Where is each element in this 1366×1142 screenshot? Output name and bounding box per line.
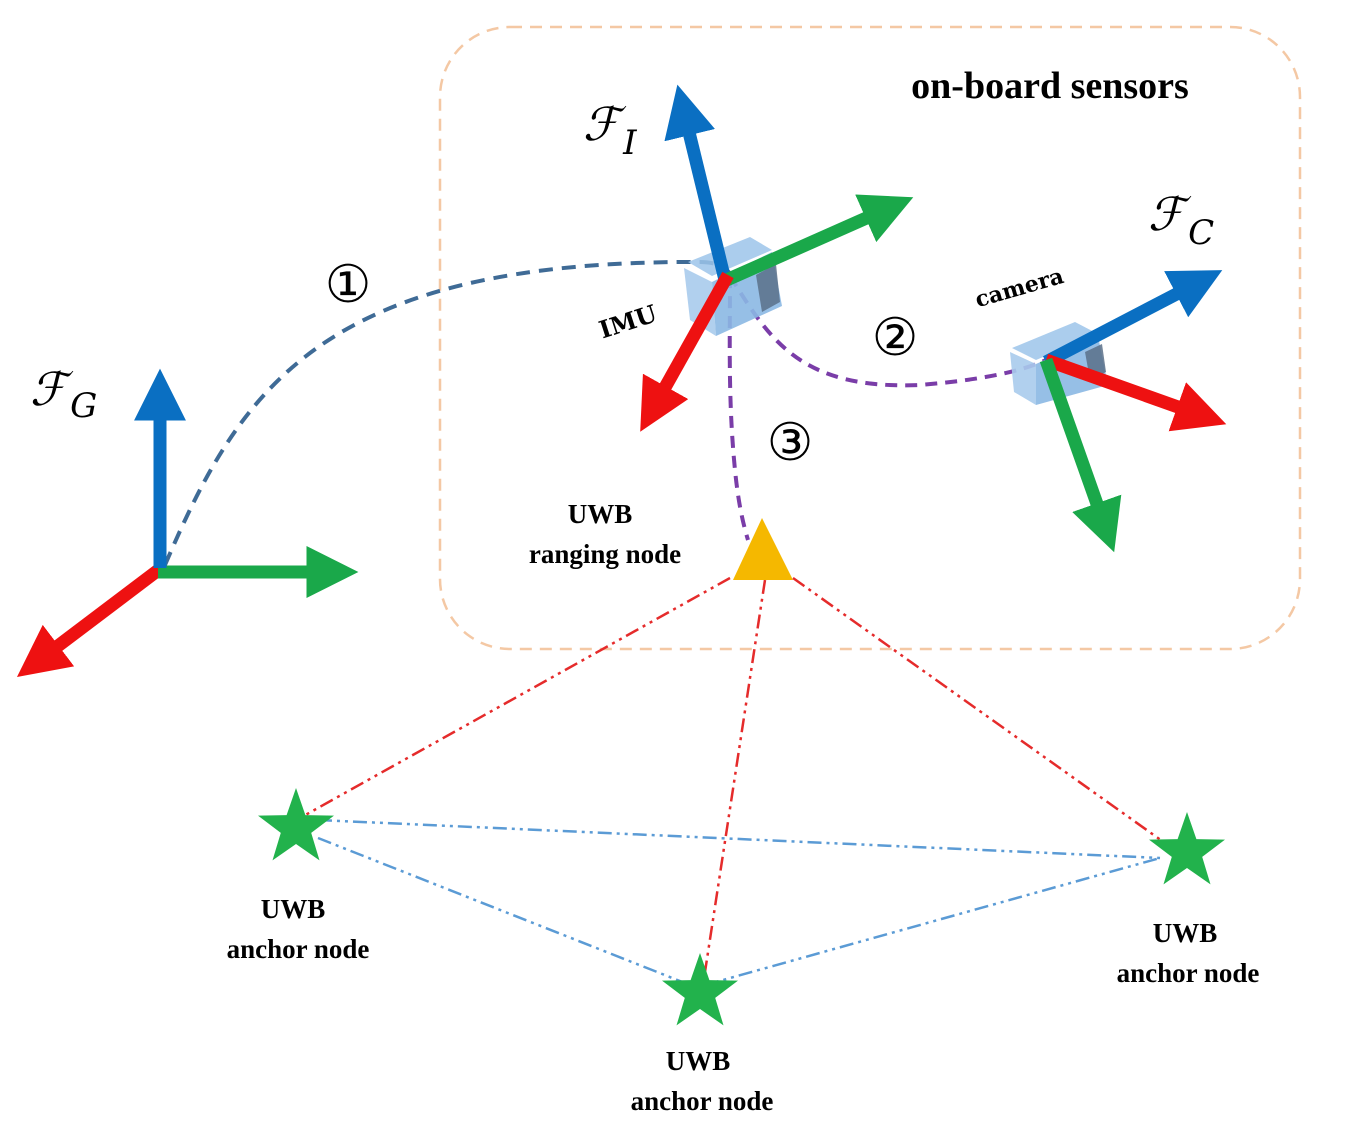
anchor-lines — [317, 818, 1161, 987]
camera-y-axis — [1039, 357, 1122, 553]
link-1-label: ① — [325, 255, 372, 315]
uwb-anchor-right-label-line2: anchor node — [1117, 958, 1260, 988]
uwb-ranging-label-line1: UWB — [568, 499, 633, 529]
onboard-sensors-box — [438, 25, 1302, 651]
global-frame-symbol: ℱ — [30, 362, 74, 416]
uwb-anchor-left-label-line2: anchor node — [227, 934, 370, 964]
imu-y-axis — [719, 194, 914, 288]
link-2-label: ② — [872, 308, 919, 368]
imu-sensor — [684, 237, 782, 336]
anchor-line-left-bottom — [317, 836, 691, 987]
global-frame-axes — [16, 368, 359, 677]
uwb-anchor-left-label-line1: UWB — [261, 894, 326, 924]
link-3-label: ③ — [767, 413, 814, 473]
imu-box-top — [688, 237, 772, 276]
anchor-line-bottom-right — [704, 856, 1161, 987]
uwb-anchor-bottom-label-line1: UWB — [666, 1046, 731, 1076]
camera-frame-subscript: C — [1188, 213, 1214, 253]
imu-frame-symbol: ℱ — [583, 97, 627, 151]
imu-z-axis — [664, 84, 732, 282]
camera-box-top — [1012, 322, 1098, 360]
uwb-anchor-node-right — [1149, 812, 1225, 885]
uwb-anchor-node-left — [258, 788, 334, 861]
uwb-ranging-label-line2: ranging node — [529, 539, 681, 569]
camera-x-axis — [1043, 353, 1227, 432]
ranging-lines — [299, 576, 1166, 986]
uwb-anchor-right-label-line1: UWB — [1153, 918, 1218, 948]
imu-box-hole — [756, 264, 780, 312]
anchor-line-left-right — [317, 818, 1161, 860]
imu-x-axis — [640, 271, 734, 432]
ranging-line-left — [299, 576, 731, 820]
camera-frame-axes — [1039, 270, 1227, 553]
imu-frame-axes — [640, 84, 914, 432]
uwb-anchor-node-bottom — [662, 953, 738, 1026]
global-frame-subscript: G — [70, 386, 97, 426]
ranging-line-right — [792, 576, 1166, 845]
imu-label: IMU — [595, 299, 660, 345]
uwb-ranging-node — [733, 518, 793, 580]
ranging-line-bottom — [701, 579, 767, 986]
camera-z-axis — [1042, 270, 1223, 368]
onboard-sensors-title: on-board sensors — [911, 65, 1189, 107]
global-x-axis — [16, 559, 169, 677]
camera-frame-symbol: ℱ — [1148, 187, 1192, 241]
camera-label: camera — [972, 263, 1066, 313]
uwb-anchor-bottom-label-line2: anchor node — [631, 1086, 774, 1116]
imu-frame-subscript: I — [622, 123, 637, 163]
camera-box-front — [1010, 352, 1036, 405]
